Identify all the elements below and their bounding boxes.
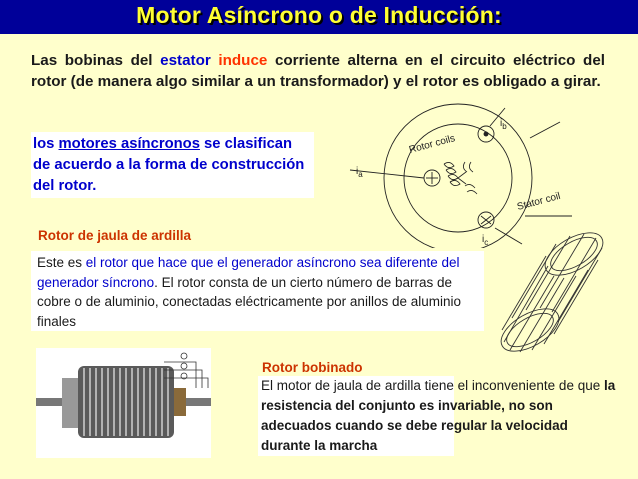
induce-word: induce [218, 52, 268, 69]
classify-text-2: se clasifican de acuerdo a la forma de c… [33, 136, 305, 194]
current-c-label: ic [482, 234, 488, 247]
bobinado-heading: Rotor bobinado [262, 360, 363, 375]
title-bar [0, 0, 638, 34]
rotor-coils-label: Rotor coils [408, 133, 456, 156]
wound-rotor-photo [36, 348, 211, 458]
classify-text-1: los [33, 136, 59, 152]
current-a-label: ia [356, 166, 363, 179]
current-b-label: ib [500, 118, 507, 131]
rotor-coils-drawing [443, 161, 478, 195]
squirrel-cage-drawing [500, 232, 604, 353]
motor-diagram: Rotor coils Stator coil ia ib ic [349, 103, 572, 248]
classify-paragraph: los motores asíncronos se clasifican de … [33, 134, 313, 197]
intro-text-1: Las bobinas del [31, 52, 161, 69]
stator-outer-circle [383, 103, 533, 248]
stator-coil-label: Stator coil [516, 191, 562, 213]
bobinado-text-1: El motor de jaula de ardilla tiene el in… [261, 378, 604, 393]
jaula-box [31, 251, 484, 331]
intro-text-2: corriente alterna en el circuito eléctri… [31, 52, 605, 90]
intro-paragraph: Las bobinas del estator induce corriente… [31, 50, 605, 92]
motores-asincronos-link[interactable]: motores asíncronos [58, 136, 200, 152]
slide-title: Motor Asíncrono o de Inducción: [136, 2, 502, 28]
bobinado-box [258, 376, 454, 456]
jaula-text-1: Este es [37, 255, 86, 270]
bobinado-paragraph: El motor de jaula de ardilla tiene el in… [261, 376, 621, 456]
stator-inner-circle [403, 123, 513, 233]
classify-box [31, 132, 314, 198]
jaula-text-2: . El rotor consta de un cierto número de… [37, 274, 461, 329]
jaula-paragraph: Este es el rotor que hace que el generad… [37, 253, 483, 331]
jaula-heading: Rotor de jaula de ardilla [38, 228, 192, 243]
bobinado-bold-text: la resistencia del conjunto es invariabl… [261, 378, 616, 453]
jaula-highlight: el rotor que hace que el generador asínc… [37, 255, 460, 290]
estator-word: estator [160, 52, 211, 69]
